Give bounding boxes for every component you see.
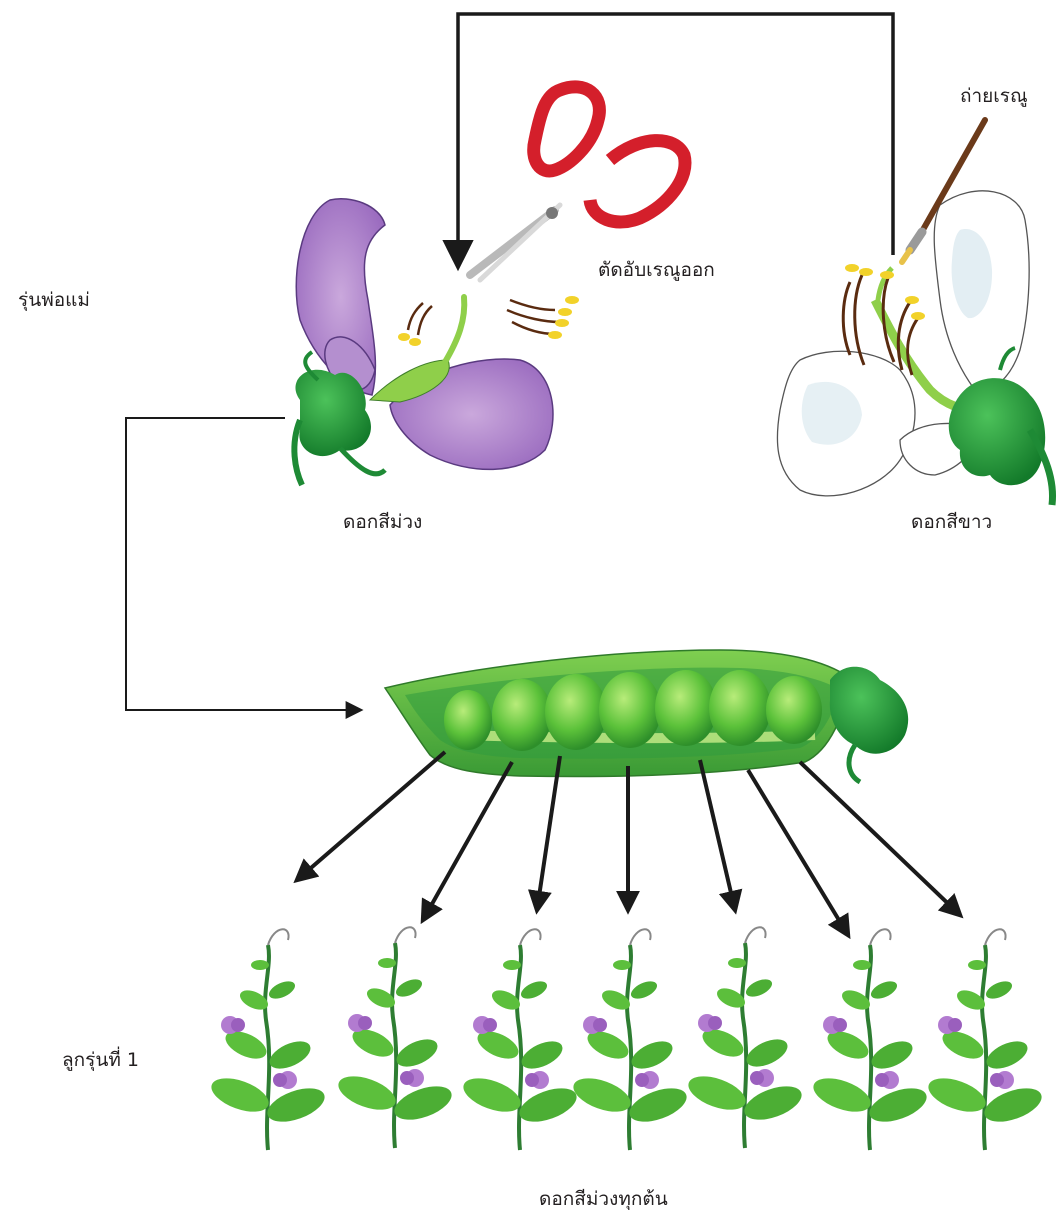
offspring-plant <box>334 927 456 1148</box>
white-flower-label: ดอกสีขาว <box>911 513 992 532</box>
all-purple-label: ดอกสีม่วงทุกต้น <box>539 1190 668 1209</box>
parent-generation-label: รุ่นพ่อแม่ <box>18 291 90 310</box>
pollination-label: ถ่ายเรณู <box>960 87 1028 106</box>
offspring-plant <box>684 927 806 1148</box>
purple-flower-label: ดอกสีม่วง <box>343 513 422 532</box>
emasculation-label: ตัดอับเรณูออก <box>598 261 715 280</box>
offspring-plant <box>924 929 1046 1150</box>
flower-to-pod-arrow <box>126 418 360 710</box>
scissors-icon <box>470 87 685 280</box>
offspring-plant <box>207 929 329 1150</box>
offspring-plants <box>207 927 1046 1150</box>
offspring-plant <box>459 929 581 1150</box>
first-generation-label: ลูกรุ่นที่ 1 <box>62 1051 139 1070</box>
pea-pod <box>385 650 908 782</box>
offspring-plant <box>569 929 691 1150</box>
removed-anthers <box>507 296 579 339</box>
offspring-plant <box>809 929 931 1150</box>
